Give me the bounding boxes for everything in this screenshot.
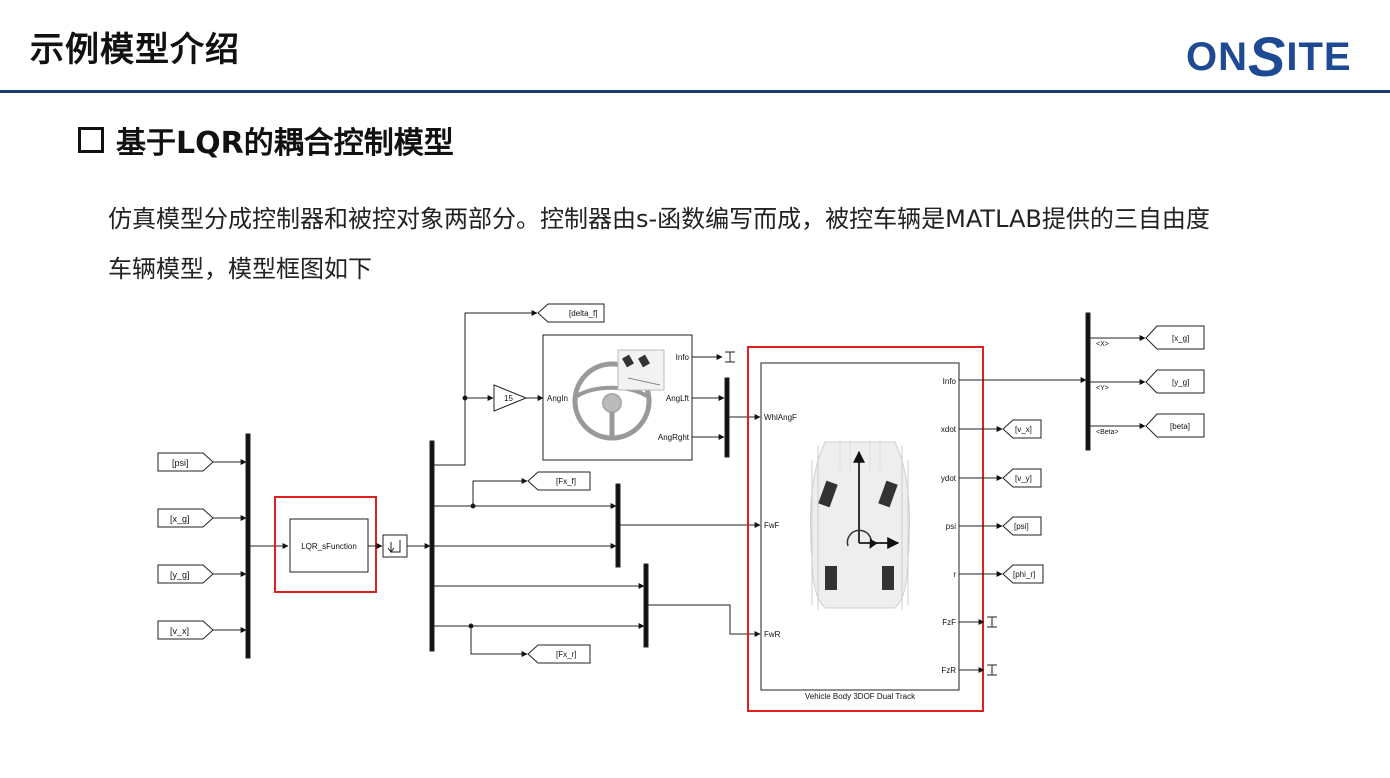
svg-text:[psi]: [psi]	[172, 458, 189, 468]
gain-block[interactable]: 15	[493, 384, 528, 412]
svg-text:[Fx_f]: [Fx_f]	[556, 477, 576, 486]
section-heading-text: 基于LQR的耦合控制模型	[116, 126, 454, 161]
from-tag-psi[interactable]: [psi]	[157, 452, 214, 472]
goto-tag-fx-f[interactable]: [Fx_f]	[527, 471, 591, 491]
vehicle-highlight	[747, 346, 984, 712]
bus-label-beta: <Beta>	[1096, 429, 1119, 436]
goto-tag-v-x[interactable]: [v_x]	[1002, 419, 1042, 439]
square-bullet-icon	[78, 127, 104, 153]
port-info-steering: Info	[676, 353, 690, 362]
svg-text:[psi]: [psi]	[1014, 522, 1029, 531]
paragraph-line-1: 仿真模型分成控制器和被控对象两部分。控制器由s-函数编写而成，被控车辆是MATL…	[108, 205, 1210, 233]
svg-text:[y_g]: [y_g]	[170, 570, 190, 580]
terminator-icon	[987, 664, 997, 676]
port-fzr: FzR	[941, 666, 956, 675]
goto-tag-y-g-out[interactable]: [y_g]	[1145, 369, 1205, 394]
lqr-sfunction-label: LQR_sFunction	[301, 542, 357, 551]
goto-tag-fx-r[interactable]: [Fx_r]	[527, 644, 591, 664]
port-fwf: FwF	[764, 521, 780, 530]
from-tag-y-g[interactable]: [y_g]	[157, 564, 214, 584]
mux-front-force[interactable]	[615, 483, 621, 568]
goto-tag-v-y[interactable]: [v_y]	[1002, 468, 1042, 488]
from-tag-x-g[interactable]: [x_g]	[157, 508, 214, 528]
mux-input[interactable]	[245, 433, 251, 659]
svg-text:[x_g]: [x_g]	[1172, 334, 1189, 343]
svg-text:[y_g]: [y_g]	[1172, 378, 1189, 387]
svg-text:[x_g]: [x_g]	[170, 514, 190, 524]
svg-text:[v_x]: [v_x]	[1015, 425, 1032, 434]
steering-wheel-icon	[572, 361, 652, 441]
lqr-sfunction-block[interactable]	[289, 518, 369, 573]
mux-rear-force[interactable]	[643, 563, 649, 648]
onsite-logo: ONSITE	[1186, 25, 1352, 88]
goto-tag-psi[interactable]: [psi]	[1002, 516, 1042, 536]
port-angrght: AngRght	[658, 433, 690, 442]
port-info-vehicle: Info	[943, 377, 957, 386]
port-fwr: FwR	[764, 630, 781, 639]
bus-selector[interactable]	[1085, 312, 1091, 451]
svg-text:[Fx_r]: [Fx_r]	[556, 650, 576, 659]
port-angin: AngIn	[547, 394, 568, 403]
description-paragraph: 仿真模型分成控制器和被控对象两部分。控制器由s-函数编写而成，被控车辆是MATL…	[108, 194, 1328, 294]
svg-text:[phi_r]: [phi_r]	[1013, 570, 1035, 579]
vehicle-caption: Vehicle Body 3DOF Dual Track	[805, 692, 916, 701]
goto-tag-phi-r[interactable]: [phi_r]	[1002, 564, 1044, 584]
svg-text:[delta_f]: [delta_f]	[569, 309, 597, 318]
port-xdot: xdot	[941, 425, 957, 434]
port-ydot: ydot	[941, 474, 957, 483]
svg-text:[v_y]: [v_y]	[1015, 474, 1032, 483]
bus-label-x: <X>	[1096, 341, 1109, 348]
section-heading: 基于LQR的耦合控制模型	[78, 118, 454, 162]
port-r: r	[953, 570, 956, 579]
port-anglft: AngLft	[666, 394, 690, 403]
mux-wheel-angle[interactable]	[724, 377, 730, 458]
demux-controller[interactable]	[429, 440, 435, 652]
port-psi: psi	[946, 522, 956, 531]
from-tag-v-x[interactable]: [v_x]	[157, 620, 214, 640]
delay-block[interactable]	[382, 534, 408, 558]
bus-label-y: <Y>	[1096, 385, 1109, 392]
header-divider	[0, 90, 1390, 93]
goto-tag-x-g-out[interactable]: [x_g]	[1145, 325, 1205, 350]
paragraph-line-2: 车辆模型，模型框图如下	[108, 255, 372, 283]
svg-text:15: 15	[504, 394, 513, 403]
goto-tag-delta-f[interactable]: [delta_f]	[537, 303, 605, 323]
svg-text:[v_x]: [v_x]	[170, 626, 189, 636]
port-whlangf: WhlAngF	[764, 413, 797, 422]
svg-text:[beta]: [beta]	[1170, 422, 1190, 431]
controller-highlight	[274, 496, 377, 593]
slide-title: 示例模型介绍	[30, 30, 240, 70]
terminator-icon	[987, 616, 997, 628]
goto-tag-beta-out[interactable]: [beta]	[1145, 413, 1205, 438]
vehicle-icon	[810, 440, 910, 610]
port-fzf: FzF	[942, 618, 956, 627]
terminator-icon	[725, 351, 735, 363]
